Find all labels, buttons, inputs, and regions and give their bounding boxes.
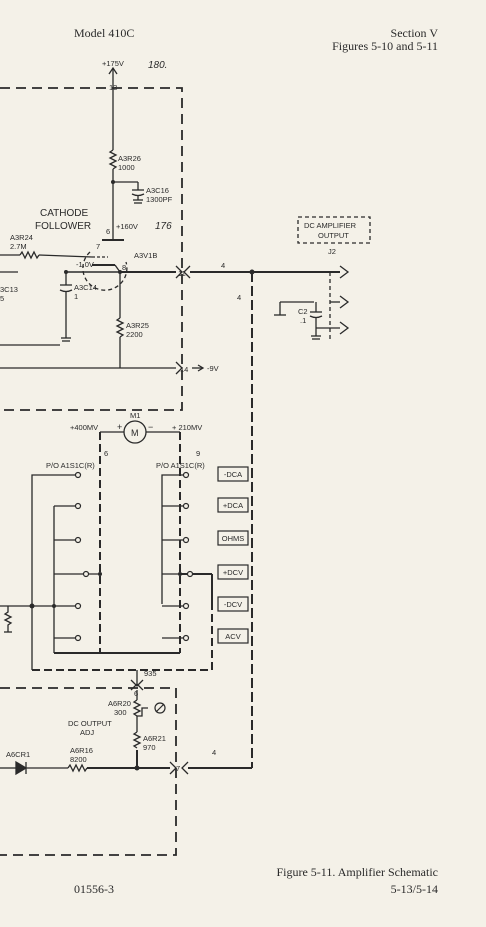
dc-amplifier-output-line2: OUTPUT <box>318 231 349 240</box>
wire-4-label-c: 4 <box>212 748 216 757</box>
mode-label-plus-dca: +DCA <box>223 501 243 510</box>
page-number: 5-13/5-14 <box>390 882 438 896</box>
node-6-bottom-label: 6 <box>134 689 138 698</box>
mode-label-minus-dca: -DCA <box>224 470 242 479</box>
meter-symbol: M <box>131 428 139 438</box>
node-14-label: 14 <box>180 365 188 374</box>
cathode-follower-line1: CATHODE <box>40 208 88 219</box>
node-7-bottom-label: 7 <box>176 764 180 773</box>
figure-caption: Figure 5-11. Amplifier Schematic <box>276 865 438 879</box>
c2-ref: C2 <box>298 307 308 316</box>
junction-dots <box>29 180 255 771</box>
dc-output-adj-line2: ADJ <box>80 728 94 737</box>
a3r24-value: 2.7M <box>10 242 27 251</box>
a3r24-ref: A3R24 <box>10 233 33 242</box>
a6r21-ref: A6R21 <box>143 734 166 743</box>
node-13-label: 13 <box>109 83 117 92</box>
a6r20-value: 300 <box>114 708 127 717</box>
enclosure-a6-bottom <box>0 687 177 856</box>
a3c13-value: 5 <box>0 294 4 303</box>
wire-9-label: 9 <box>196 449 200 458</box>
cathode-follower-line2: FOLLOWER <box>35 221 91 232</box>
dc-output-adj-line1: DC OUTPUT <box>68 719 112 728</box>
wire-4-label-b: 4 <box>237 293 241 302</box>
a6r20-potentiometer <box>132 699 142 717</box>
switch-right-label: P/O A1S1C(R) <box>156 461 205 470</box>
plus400mv-label: +400MV <box>70 423 98 432</box>
tube-label: A3V1B <box>134 251 157 260</box>
a3c14-ref: A3C14 <box>74 283 97 292</box>
dc-amplifier-output-box <box>297 216 371 244</box>
enclosure-a3-top <box>0 87 183 411</box>
node-11-label: 11 <box>178 269 186 278</box>
a3c16-value: 1300PF <box>146 195 173 204</box>
wire-935-label: 935 <box>144 669 157 678</box>
a6r16-ref: A6R16 <box>70 746 93 755</box>
dc-amplifier-output-line1: DC AMPLIFIER <box>304 221 357 230</box>
a6r16-value: 8200 <box>70 755 87 764</box>
wire-6-label: 6 <box>104 449 108 458</box>
meter-minus: − <box>148 422 153 432</box>
grid-bias-label: -1.0V <box>76 260 94 269</box>
mode-label-minus-dcv: -DCV <box>224 600 242 609</box>
mode-label-acv: ACV <box>225 632 240 641</box>
supply-top-note: 180. <box>148 60 167 71</box>
switch-contacts <box>74 471 194 714</box>
tube-a3v1b <box>82 251 128 291</box>
plus160v-note: 176 <box>155 221 172 232</box>
a3r25-value: 2200 <box>126 330 143 339</box>
a6r21-resistor <box>132 731 142 749</box>
a3r25-resistor <box>115 317 125 338</box>
a3r26-resistor <box>108 149 118 170</box>
a3r25-ref: A3R25 <box>126 321 149 330</box>
a3r26-ref: A3R26 <box>118 154 141 163</box>
a6r20-ref: A6R20 <box>108 699 131 708</box>
figures-label: Figures 5-10 and 5-11 <box>332 39 438 53</box>
a6r21-value: 970 <box>143 743 156 752</box>
a6r16-resistor <box>67 763 88 773</box>
wire-4-label-a: 4 <box>221 261 225 270</box>
meter-plus: + <box>117 422 122 432</box>
a3r26-value: 1000 <box>118 163 135 172</box>
minus9v-label: -9V <box>207 364 219 373</box>
mode-label-ohms: OHMS <box>222 534 245 543</box>
switch-left-label: P/O A1S1C(R) <box>46 461 95 470</box>
supply-top-label: +175V <box>102 59 124 68</box>
a3r24-resistor <box>19 250 40 260</box>
plus160v-label: +160V <box>116 222 138 231</box>
plus210mv-label: + 210MV <box>172 423 202 432</box>
mode-label-plus-dcv: +DCV <box>223 568 243 577</box>
section-label: Section V <box>390 26 438 40</box>
a3c16-ref: A3C16 <box>146 186 169 195</box>
meter-ref: M1 <box>130 411 140 420</box>
model-label: Model 410C <box>74 26 135 40</box>
pin8-label: 8 <box>122 263 126 272</box>
a6cr1-diode <box>15 760 28 776</box>
pin7-label: 7 <box>96 242 100 251</box>
document-number: 01556-3 <box>74 882 114 896</box>
a3c13-ref: 3C13 <box>0 285 18 294</box>
pin6-label: 6 <box>106 227 110 236</box>
a3c14-value: 1 <box>74 292 78 301</box>
a6cr1-label: A6CR1 <box>6 750 30 759</box>
j2-label: J2 <box>328 247 336 256</box>
c2-value: .1 <box>300 316 306 325</box>
